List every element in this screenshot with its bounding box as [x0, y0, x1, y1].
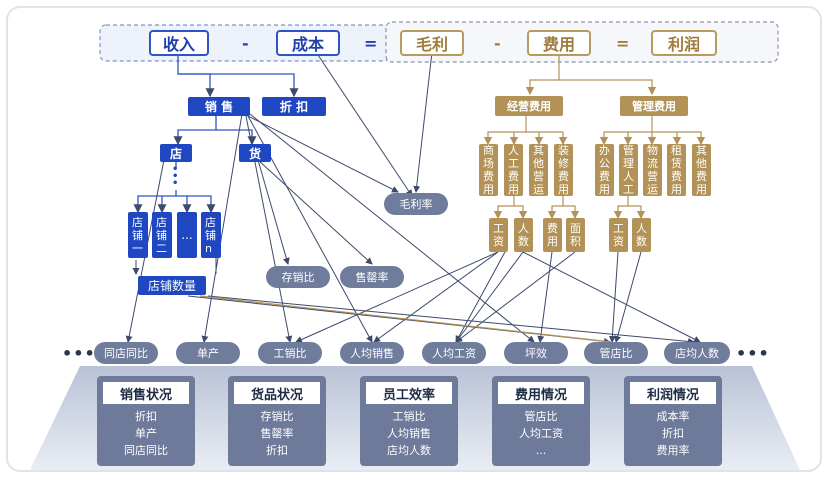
card-item: 存销比: [260, 410, 294, 423]
sell-through-pill: 售罄率: [340, 266, 404, 288]
equals-operator-2: =: [616, 34, 630, 53]
card-title: 销售状况: [103, 382, 189, 404]
labor-wage-node: 工资: [489, 218, 508, 252]
metric-manager-store-ratio: 管店比: [584, 342, 648, 364]
expense-box: 费用: [527, 30, 591, 56]
card-expense-status: 费用情况 管店比 人均工资 ...: [492, 376, 590, 466]
card-item: 管店比: [524, 410, 558, 423]
store-count-node: 店铺数量: [138, 276, 206, 295]
other-operation-node: 其他营运: [529, 144, 548, 196]
minus-operator: -: [242, 34, 249, 53]
trailing-dots: •••: [736, 344, 770, 363]
discount-node: 折 扣: [262, 97, 326, 116]
metric-sales-per-area: 坪效: [504, 342, 568, 364]
store-node-1: 店铺一: [128, 212, 148, 258]
metric-staff-per-store: 店均人数: [664, 342, 730, 364]
metric-unit-output: 单产: [176, 342, 240, 364]
store-node-2: 店铺二: [152, 212, 172, 258]
vertical-ellipsis-icon: •••: [172, 164, 179, 189]
card-goods-status: 货品状况 存销比 售罄率 折扣: [228, 376, 326, 466]
rent-cost-node: 费用: [543, 218, 562, 252]
goods-node: 货: [239, 144, 271, 162]
management-labor-node: 管理人工: [619, 144, 638, 196]
tree-connectors: [132, 258, 217, 275]
management-expense-node: 管理费用: [620, 96, 688, 116]
store-node-ellipsis: ...: [177, 212, 197, 258]
labor-expense-node: 人工费用: [504, 144, 523, 196]
card-title: 利润情况: [630, 382, 716, 404]
stock-sales-ratio-pill: 存销比: [266, 266, 330, 288]
card-title: 费用情况: [498, 382, 584, 404]
card-item: 人均工资: [519, 427, 563, 440]
card-sales-status: 销售状况 折扣 单产 同店同比: [97, 376, 195, 466]
card-item: 折扣: [662, 427, 684, 440]
minus-operator-2: -: [494, 34, 501, 53]
renovation-expense-node: 装修费用: [554, 144, 573, 196]
logistics-operation-node: 物流营运: [643, 144, 662, 196]
metric-wage-per-capita: 人均工资: [422, 342, 486, 364]
cost-box: 成本: [276, 30, 340, 56]
store-node-n: 店铺n: [201, 212, 221, 258]
labor-headcount-node: 人数: [514, 218, 533, 252]
card-item: 成本率: [656, 410, 690, 423]
card-item: 工销比: [392, 410, 426, 423]
lease-expense-node: 租赁费用: [667, 144, 686, 196]
card-item: ...: [535, 444, 547, 457]
card-profit-status: 利润情况 成本率 折扣 费用率: [624, 376, 722, 466]
mgmt-wage-node: 工资: [609, 218, 628, 252]
metric-sales-per-capita: 人均销售: [340, 342, 404, 364]
rent-area-node: 面积: [566, 218, 585, 252]
card-item: 店均人数: [387, 444, 431, 457]
gross-profit-box: 毛利: [400, 30, 464, 56]
card-title: 货品状况: [234, 382, 320, 404]
mall-expense-node: 商场费用: [479, 144, 498, 196]
card-item: 售罄率: [260, 427, 294, 440]
card-item: 费用率: [656, 444, 690, 457]
metric-same-store-yoy: 同店同比: [94, 342, 158, 364]
card-item: 同店同比: [124, 444, 168, 457]
other-expense-node: 其他费用: [692, 144, 711, 196]
metric-labor-sales-ratio: 工销比: [258, 342, 322, 364]
revenue-box: 收入: [149, 30, 209, 56]
profit-box: 利润: [651, 30, 717, 56]
mgmt-headcount-node: 人数: [632, 218, 651, 252]
card-item: 人均销售: [387, 427, 431, 440]
leading-dots: •••: [62, 344, 96, 363]
office-expense-node: 办公费用: [595, 144, 614, 196]
store-node: 店: [160, 144, 192, 162]
sales-node: 销 售: [188, 97, 250, 116]
card-staff-efficiency: 员工效率 工销比 人均销售 店均人数: [360, 376, 458, 466]
card-title: 员工效率: [366, 382, 452, 404]
gross-margin-rate-pill: 毛利率: [384, 193, 448, 215]
equals-operator: =: [364, 34, 378, 53]
card-item: 折扣: [266, 444, 288, 457]
card-item: 折扣: [135, 410, 157, 423]
card-item: 单产: [135, 427, 157, 440]
operating-expense-node: 经营费用: [495, 96, 563, 116]
